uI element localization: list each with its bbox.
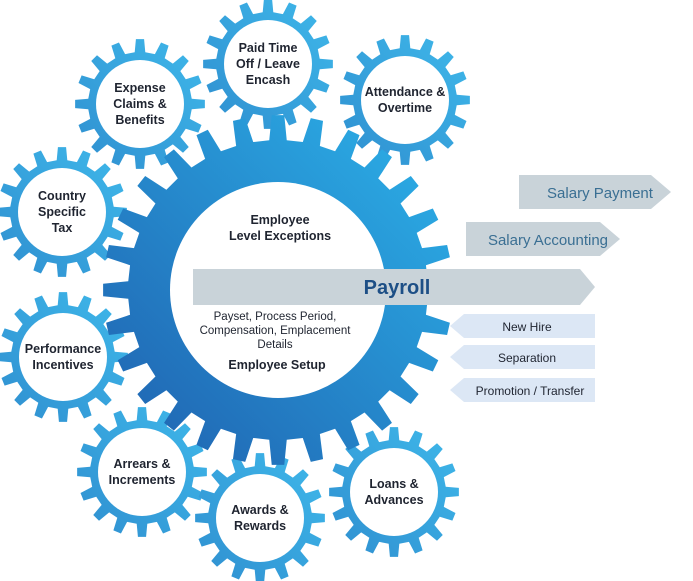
payroll-arrow-shape (193, 269, 595, 305)
promotion-label: Promotion / Transfer (476, 384, 585, 398)
gear-performance-label-line-2: Incentives (32, 358, 93, 372)
gear-arrears: Arrears & Increments (77, 407, 207, 537)
separation-arrow-shape (450, 345, 595, 369)
center-bottom-label: Employee Setup (228, 358, 326, 372)
new-hire-arrow-shape (450, 314, 595, 338)
salary-payment-arrow: Salary Payment (519, 175, 671, 209)
gear-expense-claims-label-line-1: Expense (114, 81, 165, 95)
salary-accounting-arrow: Salary Accounting (466, 222, 620, 256)
gear-attendance: Attendance & Overtime (340, 35, 470, 165)
gear-awards-label-line-1: Awards & (231, 503, 288, 517)
center-top-label-line-1: Employee (250, 213, 309, 227)
gear-expense-claims-label-line-2: Claims & (113, 97, 167, 111)
gear-country-tax-label-line-1: Country (38, 189, 86, 203)
gear-performance-hub (19, 313, 107, 401)
center-detail-line-2: Compensation, Emplacement (200, 325, 352, 337)
gear-arrears-hub (98, 428, 186, 516)
gear-paid-time-off-hub (224, 20, 312, 108)
payroll-banner: Payroll (193, 269, 595, 305)
separation-arrow: Separation (450, 345, 595, 369)
promotion-arrow: Promotion / Transfer (450, 378, 595, 402)
gear-arrears-label-line-1: Arrears & (114, 457, 171, 471)
gear-awards-hub (216, 474, 304, 562)
new-hire-arrow: New Hire (450, 314, 595, 338)
gear-arrears-label-line-2: Increments (109, 473, 176, 487)
salary-payment-label: Salary Payment (547, 185, 654, 202)
gear-attendance-label-line-1: Attendance & (365, 85, 446, 99)
gear-loans-label-line-2: Advances (364, 493, 423, 507)
gear-loans-label-line-1: Loans & (369, 477, 418, 491)
gear-loans: Loans & Advances (329, 427, 459, 557)
separation-label: Separation (498, 351, 556, 365)
gear-expense-claims-hub (96, 60, 184, 148)
gear-paid-time-off-label-line-2: Off / Leave (236, 57, 300, 71)
salary-accounting-arrow-shape (466, 222, 620, 256)
gear-paid-time-off-label-line-3: Encash (246, 73, 290, 87)
gear-country-tax-hub (18, 168, 106, 256)
center-detail-line-1: Payset, Process Period, (214, 311, 337, 323)
gear-paid-time-off-label-line-1: Paid Time (239, 41, 298, 55)
gear-attendance-hub (361, 56, 449, 144)
salary-payment-arrow-shape (519, 175, 671, 209)
gear-awards: Awards & Rewards (195, 453, 325, 581)
gear-country-tax-label-line-3: Tax (52, 221, 73, 235)
payroll-label: Payroll (364, 277, 431, 299)
gear-loans-hub (350, 448, 438, 536)
salary-accounting-label: Salary Accounting (488, 232, 608, 249)
gear-country-tax-label-line-2: Specific (38, 205, 86, 219)
gear-attendance-label-line-2: Overtime (378, 101, 432, 115)
new-hire-label: New Hire (502, 320, 552, 334)
center-top-label-line-2: Level Exceptions (229, 229, 331, 243)
gear-awards-label-line-2: Rewards (234, 519, 286, 533)
gear-performance-label-line-1: Performance (25, 342, 101, 356)
gear-expense-claims-label-line-3: Benefits (115, 113, 164, 127)
center-detail-line-3: Details (257, 339, 292, 351)
promotion-arrow-shape (450, 378, 595, 402)
